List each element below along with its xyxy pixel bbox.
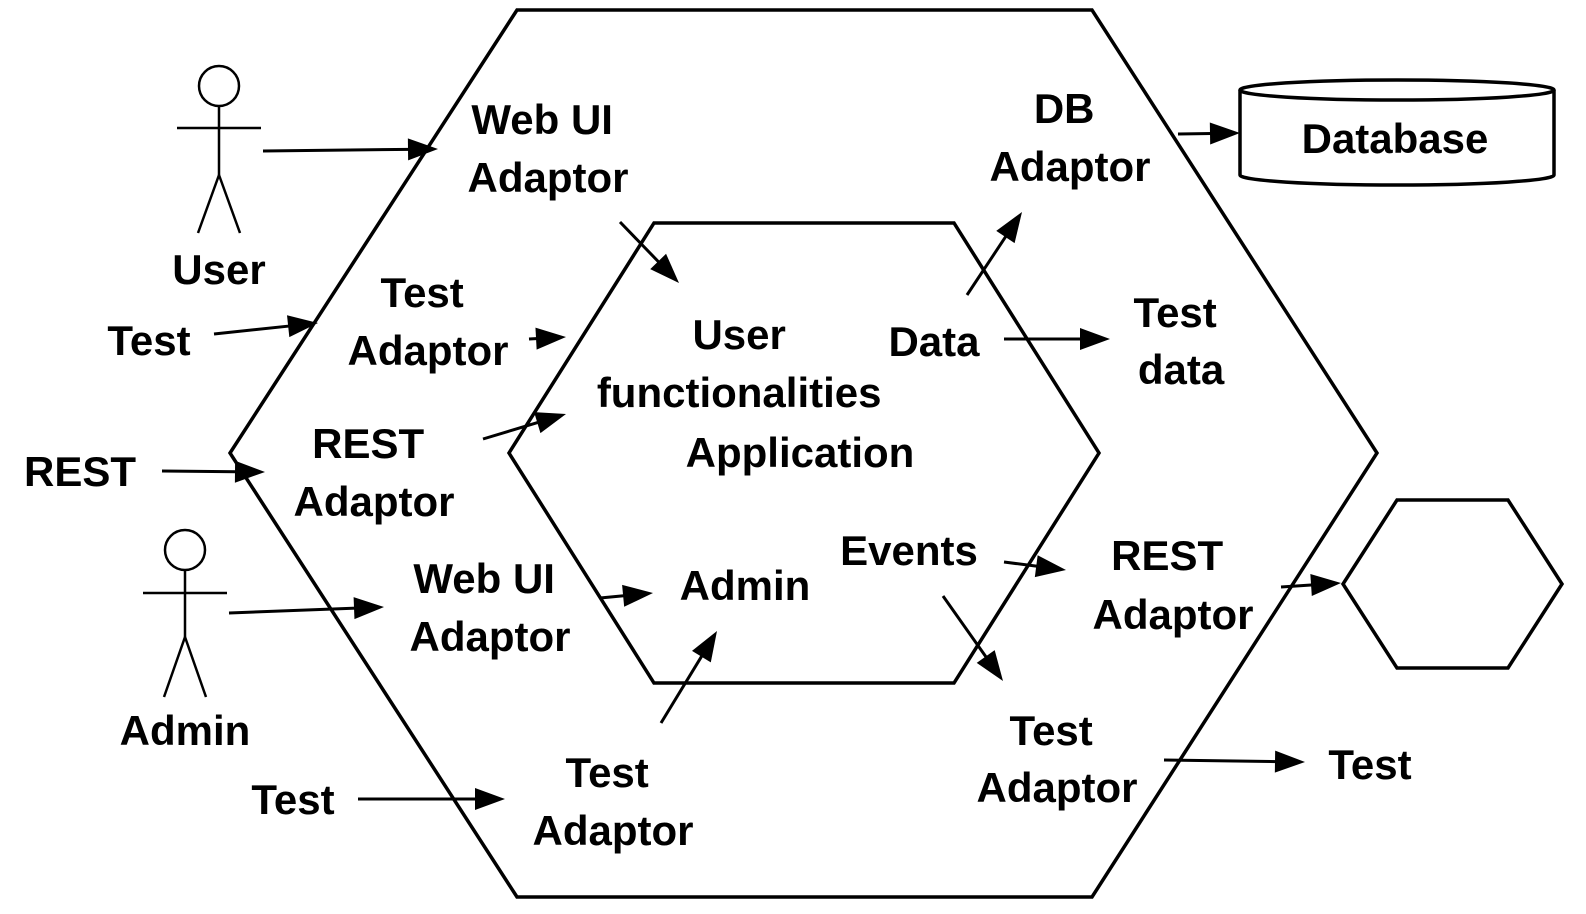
arrow-events-to-test-adaptor: [941, 595, 1003, 681]
outer-hexagon: [227, 8, 1380, 899]
arrow-test-adaptor-to-inner: [528, 327, 566, 350]
arrow-data-to-db-adaptor: [965, 212, 1022, 296]
arrow-rest-to-outer: [161, 460, 265, 483]
test-bottom-left-label: Test: [251, 776, 334, 823]
arrows-layer: [161, 122, 1341, 810]
admin-functionality-label: Admin: [680, 562, 811, 609]
user-actor-icon: [177, 64, 261, 234]
test-adaptor-right-label: Test Adaptor: [977, 707, 1138, 811]
application-label: User functionalities Application: [597, 311, 915, 476]
rest-adaptor-right-label: REST Adaptor: [1093, 532, 1254, 638]
database-label: Database: [1302, 115, 1489, 162]
test-right-label: Test: [1328, 741, 1411, 788]
web-ui-adaptor-top-label: Web UI Adaptor: [468, 96, 629, 201]
arrow-events-to-rest-adaptor: [1003, 555, 1066, 578]
arrow-web-ui-to-admin: [599, 584, 653, 607]
test-adaptor-bottom-label: Test Adaptor: [533, 749, 694, 854]
inner-hexagon: [506, 221, 1102, 685]
events-label: Events: [840, 527, 978, 574]
admin-actor-label: Admin: [120, 707, 251, 754]
test-data-label: Test data: [1134, 289, 1229, 393]
arrow-admin-to-web-ui: [228, 597, 384, 620]
test-top-left-label: Test: [107, 317, 190, 364]
arrow-data-to-test-data: [1004, 328, 1110, 350]
database-cylinder: [1238, 78, 1556, 187]
arrow-test-to-test-adaptor: [358, 788, 505, 810]
rest-left-label: REST: [24, 448, 136, 495]
db-adaptor-label: DB Adaptor: [990, 85, 1151, 190]
user-actor-label: User: [172, 246, 265, 293]
arrow-outer-to-database: [1177, 122, 1240, 145]
arrow-test-adaptor-to-admin: [659, 631, 717, 724]
data-label: Data: [888, 318, 980, 365]
arrow-test-adaptor-to-test: [1163, 750, 1305, 773]
rest-adaptor-left-label: REST Adaptor: [294, 420, 455, 525]
admin-actor-icon: [143, 528, 227, 698]
arrow-rest-adaptor-to-application: [482, 412, 566, 441]
test-adaptor-left-label: Test Adaptor: [348, 269, 509, 374]
arrow-test-to-outer: [213, 315, 318, 338]
arrow-web-ui-to-application: [618, 220, 679, 283]
external-system-hexagon: [1340, 498, 1565, 670]
arrow-user-to-web-ui: [262, 138, 438, 161]
web-ui-adaptor-bottom-label: Web UI Adaptor: [410, 555, 571, 660]
arrow-rest-adaptor-to-external: [1280, 574, 1341, 596]
